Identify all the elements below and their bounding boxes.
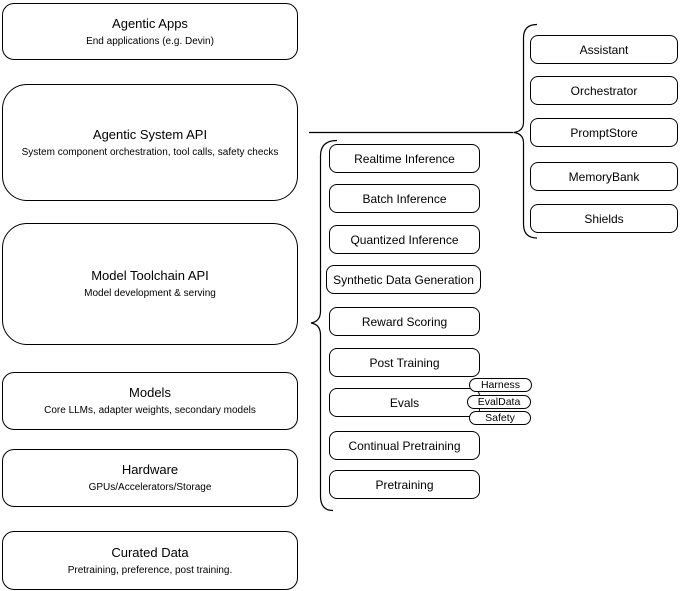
- node-label: Synthetic Data Generation: [333, 272, 474, 287]
- node-continual-pretraining: Continual Pretraining: [329, 431, 480, 460]
- node-orchestrator: Orchestrator: [530, 76, 678, 105]
- node-label: PromptStore: [570, 125, 638, 140]
- node-title: Curated Data: [111, 544, 189, 560]
- node-quantized-inference: Quantized Inference: [329, 225, 480, 254]
- node-realtime-inference: Realtime Inference: [329, 144, 480, 173]
- node-label: Realtime Inference: [354, 151, 455, 166]
- tag-harness: Harness: [469, 378, 532, 392]
- node-title: Agentic System API: [92, 126, 208, 142]
- node-label: Evals: [389, 395, 420, 410]
- node-batch-inference: Batch Inference: [329, 184, 480, 213]
- node-pretraining: Pretraining: [329, 470, 480, 499]
- node-title: Agentic Apps: [112, 15, 188, 31]
- node-label: Batch Inference: [362, 191, 447, 206]
- node-label: Pretraining: [375, 477, 434, 492]
- tag-label: EvalData: [477, 396, 521, 408]
- node-models: Models Core LLMs, adapter weights, secon…: [2, 372, 298, 430]
- node-promptstore: PromptStore: [530, 118, 678, 147]
- node-subtitle: End applications (e.g. Devin): [86, 35, 214, 47]
- node-title: Hardware: [121, 462, 179, 477]
- system-group-bracket: [513, 23, 538, 239]
- node-curated-data: Curated Data Pretraining, preference, po…: [2, 531, 298, 590]
- node-label: Quantized Inference: [350, 232, 459, 247]
- node-model-toolchain-api: Model Toolchain API Model development & …: [2, 223, 298, 345]
- node-subtitle: Core LLMs, adapter weights, secondary mo…: [44, 405, 256, 416]
- tag-label: Harness: [480, 379, 521, 391]
- node-assistant: Assistant: [530, 35, 678, 64]
- node-label: Reward Scoring: [361, 314, 448, 329]
- node-subtitle: System component orchestration, tool cal…: [21, 146, 279, 158]
- node-subtitle: GPUs/Accelerators/Storage: [88, 482, 212, 493]
- node-synthetic-data-generation: Synthetic Data Generation: [326, 265, 481, 294]
- node-label: Assistant: [579, 42, 629, 57]
- node-agentic-apps: Agentic Apps End applications (e.g. Devi…: [2, 3, 298, 60]
- node-memorybank: MemoryBank: [530, 162, 678, 191]
- node-title: Models: [129, 385, 171, 400]
- node-label: Shields: [584, 211, 624, 226]
- tag-label: Safety: [485, 412, 515, 424]
- node-evals: Evals: [329, 388, 480, 417]
- toolchain-group-bracket: [310, 139, 338, 512]
- node-label: Post Training: [369, 355, 440, 370]
- node-label: MemoryBank: [568, 169, 640, 184]
- node-label: Continual Pretraining: [348, 438, 461, 453]
- node-shields: Shields: [530, 204, 678, 233]
- tag-safety: Safety: [469, 411, 531, 425]
- node-title: Model Toolchain API: [91, 268, 209, 283]
- node-post-training: Post Training: [329, 348, 480, 377]
- node-subtitle: Pretraining, preference, post training.: [67, 564, 233, 576]
- tag-evaldata: EvalData: [467, 395, 531, 409]
- node-label: Orchestrator: [570, 83, 638, 98]
- node-reward-scoring: Reward Scoring: [329, 307, 480, 336]
- node-agentic-system-api: Agentic System API System component orch…: [2, 84, 298, 201]
- node-hardware: Hardware GPUs/Accelerators/Storage: [2, 449, 298, 507]
- node-subtitle: Model development & serving: [84, 288, 216, 299]
